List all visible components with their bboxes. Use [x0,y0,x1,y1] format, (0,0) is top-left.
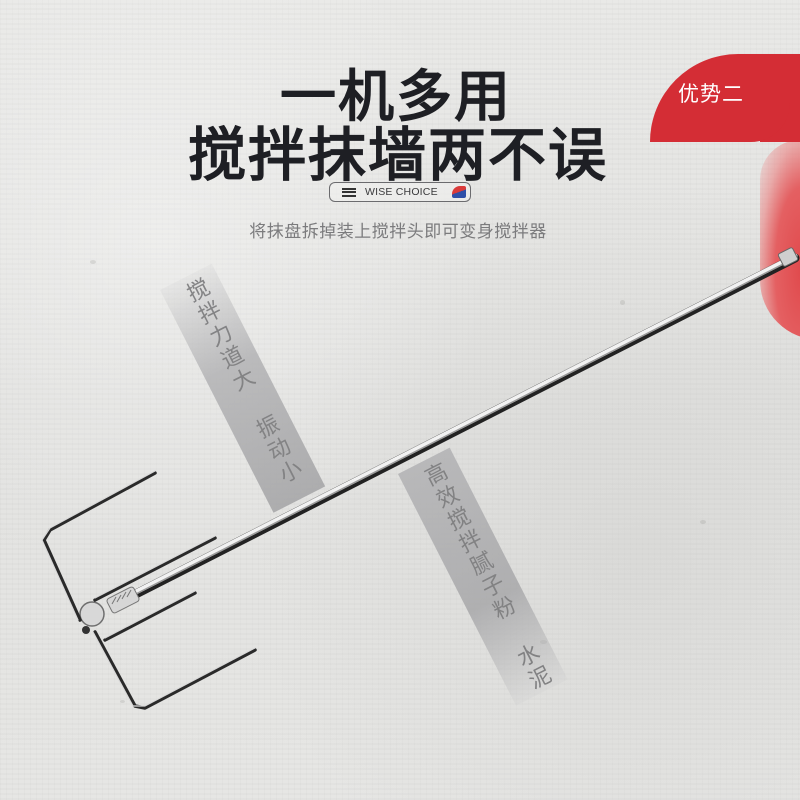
wise-choice-label: WISE CHOICE [365,186,438,198]
menu-icon [342,187,356,197]
headline-line-1: 一机多用 [280,65,512,130]
texture-speckle [120,700,125,703]
texture-speckle [620,300,625,305]
paddle-wires [42,471,257,710]
subtitle: 将抹盘拆掉装上搅拌头即可变身搅拌器 [249,222,547,242]
advantage-badge-label: 优势二 [678,82,744,106]
texture-speckle [700,520,706,524]
threaded-coupling [79,586,140,634]
wise-choice-pill: WISE CHOICE [329,182,471,202]
texture-speckle [90,260,96,264]
flag-swatch-icon [452,186,466,198]
headline-line-2: 搅拌抹墙两不误 [187,121,608,189]
red-tool-handle [760,140,800,340]
rod-collar [777,247,799,267]
steel-rod [123,253,800,603]
